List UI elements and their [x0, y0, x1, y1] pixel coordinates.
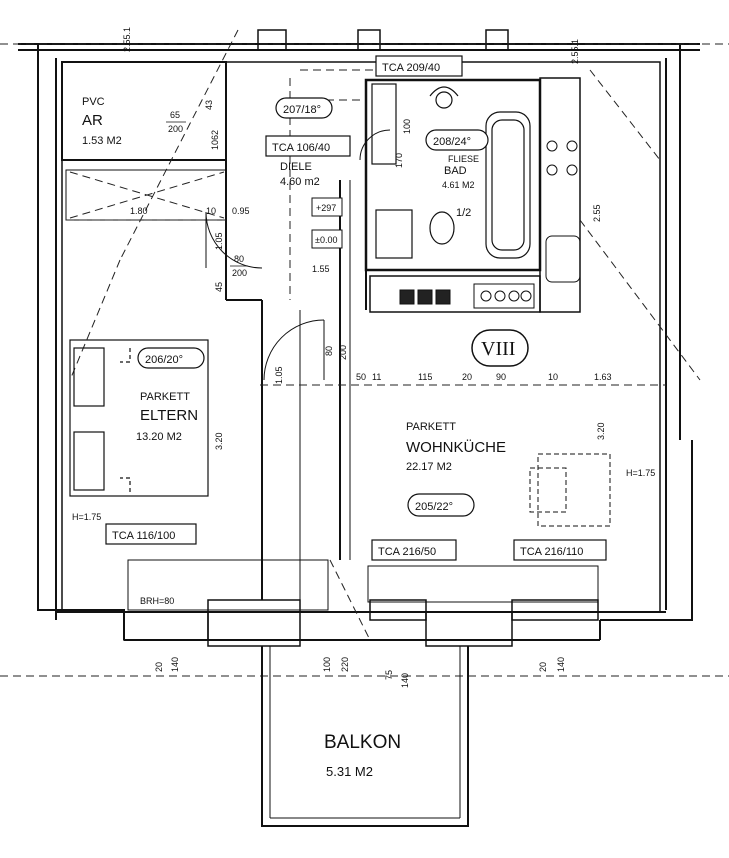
svg-text:170: 170	[394, 153, 404, 168]
svg-text:1.63: 1.63	[594, 372, 612, 382]
svg-text:3.20: 3.20	[596, 422, 606, 440]
window-tag-tca106: TCA 106/40	[265, 135, 351, 157]
svg-text:20: 20	[154, 662, 164, 672]
svg-text:206/20°: 206/20°	[145, 354, 183, 366]
svg-text:H=1.75: H=1.75	[72, 512, 101, 522]
svg-text:90: 90	[496, 372, 506, 382]
svg-text:43: 43	[204, 100, 214, 110]
svg-text:TCA 106/40: TCA 106/40	[272, 142, 330, 154]
svg-text:208/24°: 208/24°	[433, 136, 471, 148]
wohnkueche-finish: PARKETT	[406, 421, 456, 433]
wohnkueche-name: WOHNKÜCHE	[406, 438, 506, 456]
svg-text:BRH=80: BRH=80	[140, 596, 174, 606]
door-swings	[205, 129, 391, 381]
svg-text:140: 140	[170, 657, 180, 672]
eltern-name: ELTERN	[140, 407, 198, 424]
svg-text:0.95: 0.95	[232, 206, 250, 216]
svg-text:10: 10	[548, 372, 558, 382]
svg-text:1.80: 1.80	[130, 206, 148, 216]
ar-finish: PVC	[82, 96, 105, 108]
svg-text:2.55: 2.55	[592, 204, 602, 222]
dimension-labels: 2.55.1 2.55.1 65 200 43 100 170 1062 1.8…	[72, 27, 655, 688]
svg-text:TCA 216/50: TCA 216/50	[378, 546, 436, 558]
svg-text:1.05: 1.05	[214, 232, 224, 250]
svg-text:3.20: 3.20	[214, 432, 224, 450]
bad-finish: FLIESE	[448, 154, 479, 164]
svg-text:1/2: 1/2	[456, 207, 471, 219]
dining-table	[529, 453, 611, 527]
svg-text:100: 100	[322, 657, 332, 672]
svg-text:TCA 216/110: TCA 216/110	[520, 546, 583, 558]
unit-marker: VIII	[471, 329, 529, 367]
door-tag-205: 205/22°	[407, 493, 475, 517]
window-tag-tca209: TCA 209/40	[375, 55, 463, 77]
bed	[69, 339, 209, 497]
svg-text:20: 20	[538, 662, 548, 672]
kitchen-units	[399, 140, 581, 309]
svg-text:200: 200	[338, 345, 348, 360]
door-tag-207: 207/18°	[275, 97, 333, 119]
svg-text:200: 200	[232, 268, 247, 278]
svg-text:11: 11	[372, 372, 381, 382]
svg-text:2.55.1: 2.55.1	[122, 27, 132, 52]
bath-fixtures	[371, 83, 531, 259]
svg-text:+297: +297	[316, 203, 336, 213]
door-tag-208: 208/24°	[425, 129, 489, 151]
svg-text:1.05: 1.05	[274, 366, 284, 384]
window-tag-tca216a: TCA 216/50	[371, 539, 457, 561]
svg-text:50: 50	[356, 372, 366, 382]
balkon-name: BALKON	[324, 732, 401, 753]
svg-text:207/18°: 207/18°	[283, 104, 321, 116]
svg-text:220: 220	[340, 657, 350, 672]
svg-text:10: 10	[206, 206, 216, 216]
svg-text:80: 80	[324, 346, 334, 356]
svg-text:±0.00: ±0.00	[315, 235, 337, 245]
svg-text:140: 140	[556, 657, 566, 672]
svg-text:20: 20	[462, 372, 472, 382]
svg-text:1062: 1062	[210, 130, 220, 150]
svg-text:200: 200	[168, 124, 183, 134]
level-marks: +297 ±0.00 1/2	[311, 197, 471, 249]
balcony	[261, 646, 469, 827]
svg-text:TCA 116/100: TCA 116/100	[112, 530, 175, 542]
svg-text:205/22°: 205/22°	[415, 501, 453, 513]
svg-text:VIII: VIII	[481, 338, 515, 360]
balkon-area: 5.31 M2	[326, 764, 373, 779]
door-tag-206: 206/20°	[137, 347, 205, 369]
svg-text:1.55: 1.55	[312, 264, 330, 274]
wohnkueche-area: 22.17 M2	[406, 461, 452, 473]
bad-name: BAD	[444, 165, 467, 177]
interior-walls	[61, 29, 599, 647]
diele-area: 4.60 m2	[280, 176, 320, 188]
ar-name: AR	[82, 112, 103, 129]
svg-text:65: 65	[170, 110, 180, 120]
diele-name: DIELE	[280, 161, 312, 173]
window-tag-tca116: TCA 116/100	[105, 523, 197, 545]
ar-area: 1.53 M2	[82, 135, 122, 147]
svg-text:2.55.1: 2.55.1	[570, 39, 580, 64]
dashed-lines	[0, 29, 729, 677]
svg-text:80: 80	[234, 254, 244, 264]
window-tag-tca216b: TCA 216/110	[513, 539, 607, 561]
eltern-finish: PARKETT	[140, 391, 190, 403]
eltern-area: 13.20 M2	[136, 431, 182, 443]
svg-text:TCA 209/40: TCA 209/40	[382, 62, 440, 74]
svg-text:100: 100	[402, 119, 412, 134]
svg-text:45: 45	[214, 282, 224, 292]
bad-area: 4.61 M2	[442, 180, 475, 190]
svg-text:140: 140	[400, 673, 410, 688]
svg-text:115: 115	[418, 372, 432, 382]
svg-text:75: 75	[384, 670, 394, 680]
svg-text:H=1.75: H=1.75	[626, 468, 655, 478]
